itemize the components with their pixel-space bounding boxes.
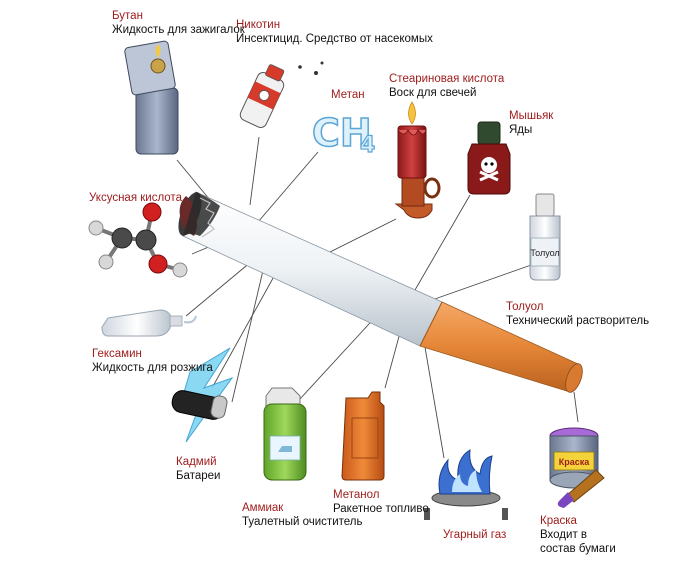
cleaner-bottle-icon <box>263 387 307 481</box>
butane-desc: Жидкость для зажигалок <box>112 24 245 36</box>
solvent-bottle-label: Толуол <box>530 248 559 258</box>
molecule-icon <box>88 202 188 278</box>
label-hexamine: Гексамин Жидкость для розжига <box>92 347 213 375</box>
paint-desc-line-2: состав бумаги <box>540 543 616 555</box>
cadmium-desc: Батареи <box>176 470 221 482</box>
label-methane: Метан <box>331 88 365 102</box>
svg-text:CH: CH <box>312 111 372 155</box>
paint-name: Краска <box>540 515 577 527</box>
label-nicotine: Никотин Инсектицид. Средство от насекомы… <box>236 18 433 46</box>
battery-icon <box>171 347 234 443</box>
label-methanol: Метанол Ракетное топливо <box>333 488 429 516</box>
label-paint: Краска Входит в состав бумаги <box>540 514 616 556</box>
arsenic-desc: Яды <box>509 124 533 136</box>
cigarette <box>178 191 583 393</box>
hexamine-desc: Жидкость для розжига <box>92 362 213 374</box>
paint-can-label: Краска <box>559 457 591 467</box>
stearic-desc: Воск для свечей <box>389 87 477 99</box>
toluene-desc: Технический растворитель <box>506 315 650 327</box>
nicotine-desc: Инсектицид. Средство от насекомых <box>236 33 433 45</box>
solvent-bottle-icon: Толуол <box>529 193 561 281</box>
label-toluene: Толуол Технический растворитель <box>506 300 649 328</box>
paint-can-icon: Краска <box>549 427 605 508</box>
methanol-desc: Ракетное топливо <box>333 503 429 515</box>
methane-name: Метан <box>331 89 365 101</box>
canister-icon <box>341 391 385 481</box>
arsenic-name: Мышьяк <box>509 110 554 122</box>
co-name: Угарный газ <box>443 529 507 541</box>
gas-flame-icon <box>424 449 508 520</box>
stearic-name: Стеариновая кислота <box>389 73 505 85</box>
candle-icon <box>394 101 441 219</box>
label-cadmium: Кадмий Батареи <box>176 455 220 483</box>
cadmium-name: Кадмий <box>176 456 217 468</box>
label-ammonia: Аммиак Туалетный очиститель <box>242 501 362 529</box>
spray-can-icon <box>239 64 285 129</box>
lighter-icon <box>124 40 179 155</box>
insect-icon <box>298 61 324 75</box>
poison-bottle-icon <box>467 121 511 195</box>
label-butane: Бутан Жидкость для зажигалок <box>112 9 245 37</box>
butane-name: Бутан <box>112 10 143 22</box>
label-arsenic: Мышьяк Яды <box>509 109 553 137</box>
nicotine-name: Никотин <box>236 19 281 31</box>
acetic-name: Уксусная кислота <box>89 192 182 204</box>
hexamine-name: Гексамин <box>92 348 142 360</box>
paint-desc-line-1: Входит в <box>540 529 588 541</box>
ammonia-name: Аммиак <box>242 502 284 514</box>
ammonia-desc: Туалетный очиститель <box>242 516 363 528</box>
fuel-bottle-icon <box>101 309 197 337</box>
toluene-name: Толуол <box>506 301 544 313</box>
ch4-formula-icon: CH 4 <box>311 110 376 158</box>
methanol-name: Метанол <box>333 489 380 501</box>
label-stearic: Стеариновая кислота Воск для свечей <box>389 72 504 100</box>
label-co: Угарный газ <box>443 528 506 542</box>
label-acetic: Уксусная кислота <box>89 191 182 205</box>
svg-text:4: 4 <box>360 133 375 158</box>
